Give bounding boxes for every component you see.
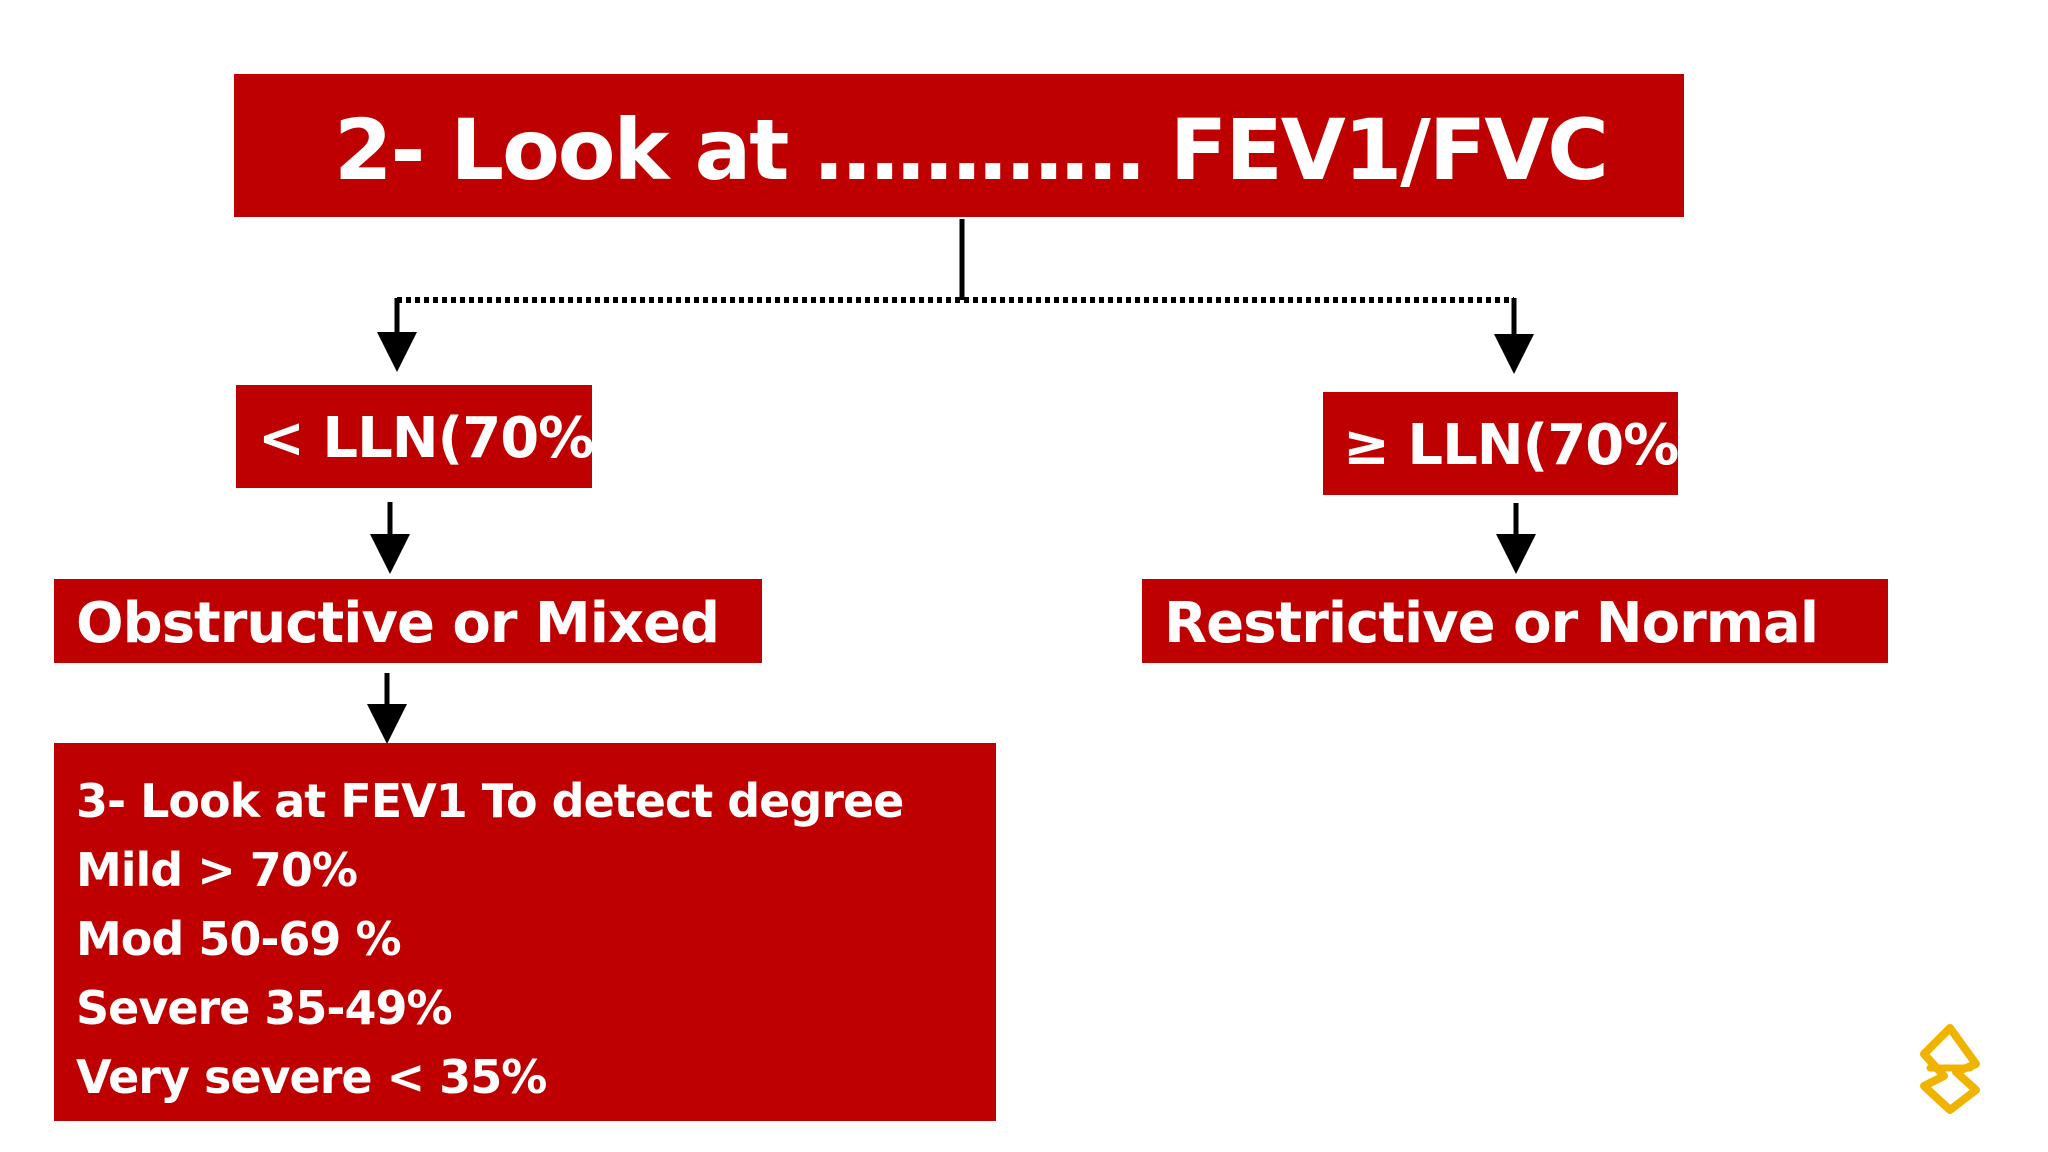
obstructive-text: Obstructive or Mixed bbox=[76, 591, 720, 656]
title-text: 2- Look at ………… FEV1/FVC bbox=[334, 101, 1609, 199]
obstructive-box: Obstructive or Mixed bbox=[54, 579, 762, 663]
degree-very-severe: Very severe < 35% bbox=[76, 1050, 547, 1104]
branch-greater-equal-box: ≥ LLN(70%) bbox=[1323, 392, 1704, 495]
degree-moderate: Mod 50-69 % bbox=[76, 912, 402, 966]
brand-logo-icon bbox=[1920, 1024, 1980, 1114]
degree-mild: Mild > 70% bbox=[76, 843, 358, 897]
branch-less-than-box: < LLN(70%) bbox=[236, 385, 619, 488]
degree-heading: 3- Look at FEV1 To detect degree bbox=[76, 774, 904, 828]
degree-severe: Severe 35-49% bbox=[76, 981, 453, 1035]
branch-less-than-text: < LLN(70%) bbox=[258, 406, 619, 471]
restrictive-text: Restrictive or Normal bbox=[1164, 591, 1819, 656]
restrictive-box: Restrictive or Normal bbox=[1142, 579, 1888, 663]
branch-greater-equal-text: ≥ LLN(70%) bbox=[1343, 413, 1704, 478]
degree-box: 3- Look at FEV1 To detect degree Mild > … bbox=[54, 743, 996, 1121]
title-box: 2- Look at ………… FEV1/FVC bbox=[234, 74, 1684, 217]
